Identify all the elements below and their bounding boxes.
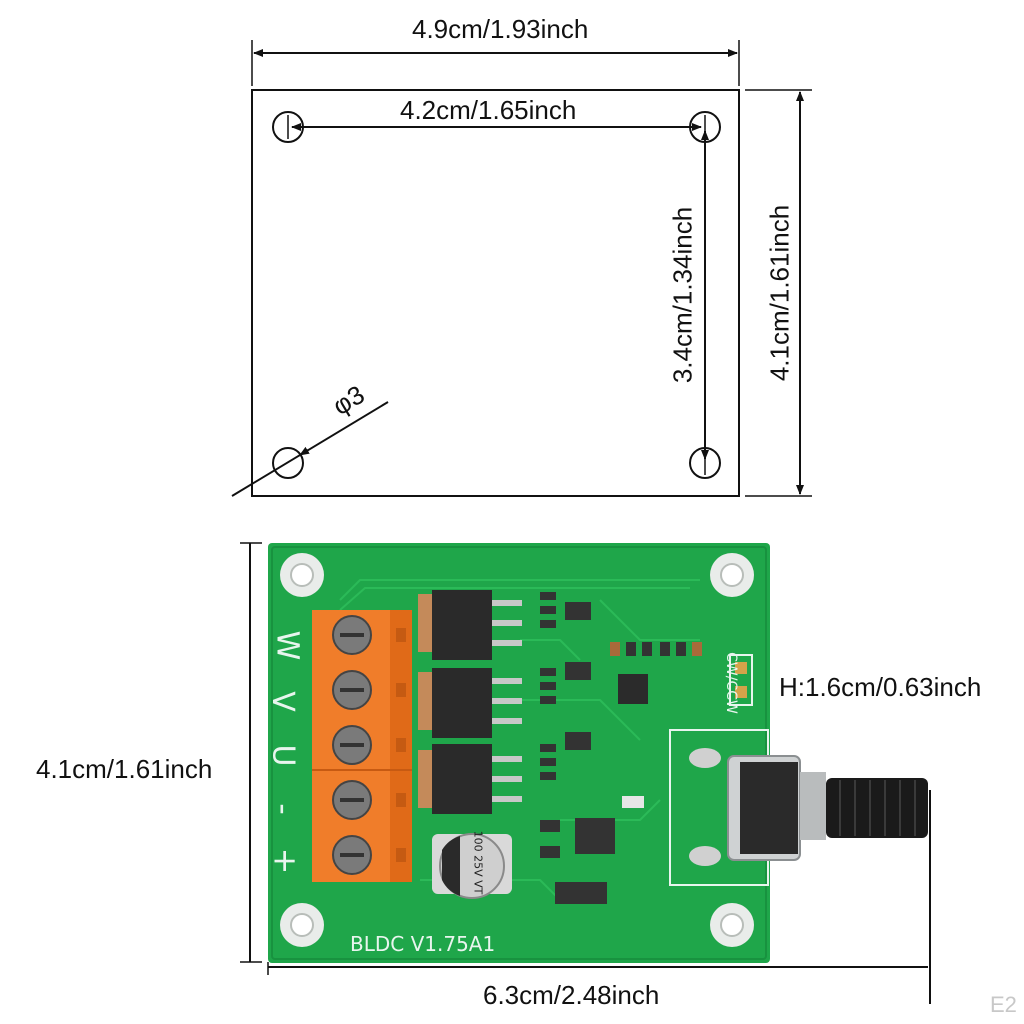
hole-spacing-h-label: 4.2cm/1.65inch bbox=[400, 95, 577, 125]
terminal-block bbox=[312, 610, 412, 882]
terminal-label-u: U bbox=[265, 744, 301, 767]
potentiometer bbox=[689, 748, 928, 866]
model-label: BLDC V1.75A1 bbox=[350, 932, 496, 956]
terminal-label-w: W bbox=[269, 630, 305, 661]
board-height-label: 4.1cm/1.61inch bbox=[36, 754, 213, 784]
component-height-label: H:1.6cm/0.63inch bbox=[779, 672, 982, 702]
smd-components bbox=[540, 592, 702, 904]
capacitor-label: 100 25V VT bbox=[471, 830, 485, 895]
diameter-leader bbox=[231, 401, 389, 497]
direction-jumper bbox=[729, 654, 753, 706]
terminal-label-minus: - bbox=[264, 803, 303, 815]
board-length-label: 6.3cm/2.48inch bbox=[483, 980, 660, 1010]
dimension-drawing bbox=[231, 40, 812, 497]
terminal-label-v: V bbox=[264, 691, 300, 712]
watermark: E2 bbox=[990, 992, 1017, 1017]
capacitor bbox=[432, 833, 512, 899]
board-outline bbox=[251, 89, 740, 497]
mosfets bbox=[418, 590, 522, 814]
width-label: 4.9cm/1.93inch bbox=[412, 14, 589, 44]
terminal-label-plus: + bbox=[266, 847, 305, 875]
direction-label: CW/CCW bbox=[722, 652, 739, 714]
pcb-mounting-holes bbox=[280, 553, 754, 947]
